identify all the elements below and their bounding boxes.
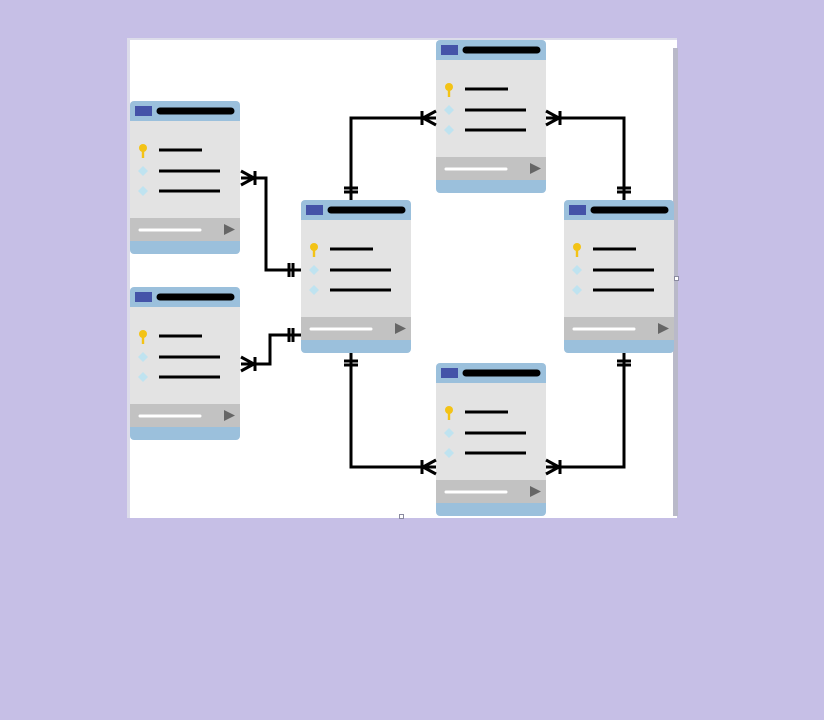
diamond-icon: [444, 428, 454, 438]
cardinality-symbols: [240, 109, 631, 476]
table-center[interactable]: [301, 200, 411, 353]
diamond-icon: [138, 166, 148, 176]
play-icon[interactable]: [395, 323, 406, 334]
table-icon: [306, 205, 323, 215]
table-left-bottom[interactable]: [130, 287, 240, 440]
play-icon[interactable]: [224, 410, 235, 421]
table-left-top[interactable]: [130, 101, 240, 254]
table-icon: [135, 292, 152, 302]
play-icon[interactable]: [658, 323, 669, 334]
table-bottom[interactable]: [436, 363, 546, 516]
diamond-icon: [138, 352, 148, 362]
diamond-icon: [572, 265, 582, 275]
diamond-icon: [572, 285, 582, 295]
diamond-icon: [138, 372, 148, 382]
resize-handle-bottom[interactable]: [399, 514, 404, 519]
resize-handle-right[interactable]: [674, 276, 679, 281]
entity-tables: [130, 40, 674, 516]
key-icon-stem: [575, 247, 579, 257]
key-icon-stem: [447, 87, 451, 97]
diamond-icon: [138, 186, 148, 196]
rel-top-right: [546, 116, 626, 200]
table-right[interactable]: [564, 200, 674, 353]
table-icon: [135, 106, 152, 116]
diamond-icon: [309, 265, 319, 275]
rel-left-top-center: [241, 176, 301, 272]
table-icon: [569, 205, 586, 215]
play-icon[interactable]: [530, 163, 541, 174]
play-icon[interactable]: [224, 224, 235, 235]
diamond-icon: [309, 285, 319, 295]
table-icon: [441, 368, 458, 378]
key-icon-stem: [312, 247, 316, 257]
key-icon-stem: [447, 410, 451, 420]
table-icon: [441, 45, 458, 55]
rel-center-bottom: [349, 353, 436, 469]
rel-right-bottom: [546, 353, 626, 469]
diamond-icon: [444, 448, 454, 458]
diamond-icon: [444, 105, 454, 115]
rel-center-top: [349, 116, 436, 200]
play-icon[interactable]: [530, 486, 541, 497]
canvas-shadow: [673, 48, 678, 516]
diamond-icon: [444, 125, 454, 135]
table-top[interactable]: [436, 40, 546, 193]
key-icon-stem: [141, 334, 145, 344]
key-icon-stem: [141, 148, 145, 158]
